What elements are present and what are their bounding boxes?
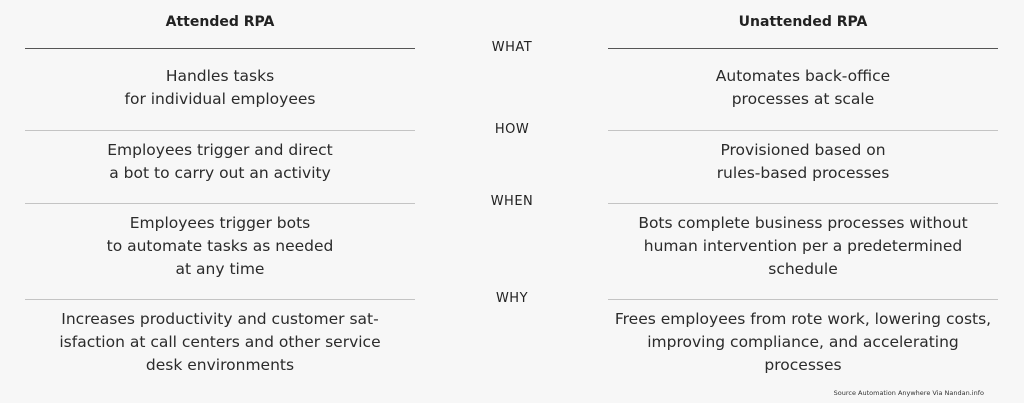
- section-label-when: WHEN: [490, 194, 534, 209]
- what-unattended-cell: Automates back-office processes at scale: [715, 67, 891, 108]
- row-divider-right: [608, 203, 998, 204]
- section-label-what: WHAT: [491, 40, 533, 55]
- why-attended-cell: Increases productivity and customer sat-…: [59, 310, 381, 374]
- row-divider-left: [25, 203, 415, 204]
- row-divider-right: [608, 299, 998, 300]
- row-divider-left: [25, 130, 415, 131]
- how-attended-cell: Employees trigger and direct a bot to ca…: [107, 141, 333, 182]
- what-attended-cell: Handles tasks for individual employees: [124, 67, 316, 108]
- row-divider-right: [608, 130, 998, 131]
- header-divider-left: [25, 48, 415, 49]
- source-credit: Source Automation Anywhere Via Nandan.in…: [833, 389, 984, 397]
- how-unattended-cell: Provisioned based on rules-based process…: [716, 141, 890, 182]
- header-divider-right: [608, 48, 998, 49]
- attended-rpa-header: Attended RPA: [165, 14, 275, 30]
- why-unattended-cell: Frees employees from rote work, lowering…: [614, 310, 992, 374]
- when-attended-cell: Employees trigger bots to automate tasks…: [106, 214, 334, 278]
- unattended-rpa-header: Unattended RPA: [738, 14, 868, 30]
- row-divider-left: [25, 299, 415, 300]
- section-label-why: WHY: [495, 291, 529, 306]
- when-unattended-cell: Bots complete business processes without…: [638, 214, 968, 278]
- section-label-how: HOW: [494, 122, 530, 137]
